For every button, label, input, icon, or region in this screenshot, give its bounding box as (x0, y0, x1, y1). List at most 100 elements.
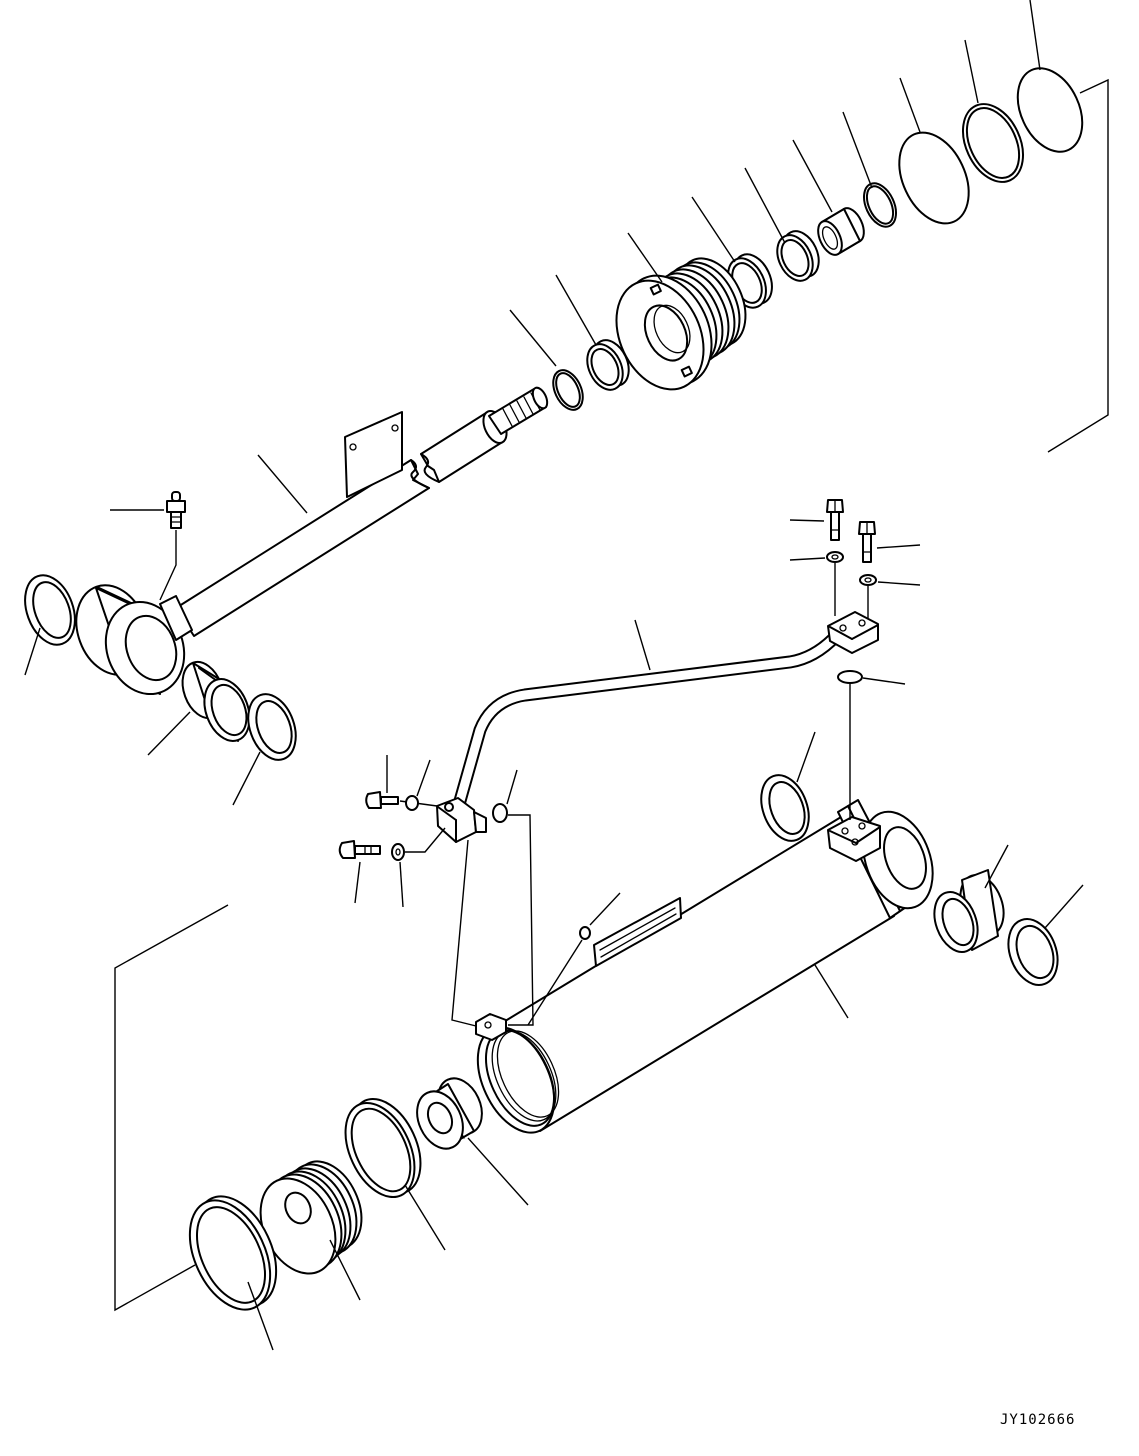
rod-seal-ring (555, 274, 630, 391)
leader-cylinder-head (329, 1239, 361, 1301)
washer-upper-2-hole (864, 577, 872, 583)
hydraulic-pipe-lower-flange-edge (437, 806, 457, 821)
dust-seal-tube-eye-left-outer (760, 774, 810, 842)
dust-seal-tube-eye-right-outer (1007, 918, 1059, 986)
piston-rod-label-plate-hole-1 (349, 443, 357, 451)
piston-bore (643, 304, 689, 362)
dust-seal-rod-eye-right-inner (255, 700, 293, 754)
grease-fitting-hex (166, 500, 186, 513)
o-ring-lower-1-outline (405, 795, 419, 811)
flange-bolt-lower-2 (338, 840, 381, 904)
piston-seal-ring-1-inner (780, 239, 810, 277)
leader-dust-seal-tube-eye-left (796, 731, 816, 783)
washer-upper-2 (859, 574, 921, 618)
dust-seal-rod-eye-right (232, 693, 297, 806)
washer-upper-1-outline (826, 551, 844, 563)
drawing-id: JY102666 (1000, 1412, 1075, 1428)
leader-cylinder-tube (814, 964, 849, 1019)
piston-bore-depth (653, 304, 691, 354)
piston-nut (416, 1077, 529, 1206)
piston-rod-thread-end (531, 386, 549, 410)
washer-lower (391, 827, 446, 908)
lower-flange-location-line (451, 839, 477, 1027)
leader-o-ring-lower-1 (416, 759, 431, 797)
leader-dust-seal-rod-eye-right (232, 751, 261, 806)
dust-seal-rod-eye-left (24, 574, 76, 676)
rod-eye-bushing-bore (210, 683, 248, 737)
piston-rod-thread-line-2 (509, 404, 520, 423)
flange-bolt-lower-1 (365, 755, 438, 809)
hydraulic-pipe-upper-flange-hole-1 (839, 624, 847, 632)
piston-seal-ring-1-outer (776, 234, 814, 282)
seal-ring-large-2 (898, 77, 970, 225)
plug-pin-location-line (527, 939, 583, 1026)
leader-plug-pin (589, 892, 621, 926)
leader-piston-nut (467, 1137, 529, 1206)
o-ring-lower-2-location-line (508, 814, 534, 1026)
snap-ring-1 (842, 111, 897, 228)
leader-flange-bolt-upper-1 (789, 519, 825, 522)
plug-pin (527, 892, 621, 1026)
cylinder-tube (475, 799, 934, 1134)
piston-rod-thread-line-4 (523, 396, 534, 415)
piston-rod-label-plate-hole-2 (391, 424, 399, 432)
leader-washer-upper-1 (789, 557, 826, 561)
piston-notch-bottom (680, 365, 693, 378)
leader-piston-seal-ring-2 (691, 196, 736, 263)
piston-notch-top (649, 283, 662, 296)
dust-seal-rod-eye-right-outer (247, 693, 297, 761)
flange-bolt-lower-1-shank (380, 796, 399, 805)
leader-o-ring-lower-2 (506, 769, 518, 805)
rod-end-eye-bore (124, 614, 178, 682)
grease-fitting (110, 491, 186, 601)
leader-washer-lower (399, 861, 404, 908)
seal-ring-large-1 (1016, 0, 1084, 153)
grease-fitting-thread (170, 511, 182, 529)
o-ring-lower-2-outline (492, 803, 508, 823)
piston-rod-break-line-2 (420, 453, 440, 483)
leader-snap-ring-2 (509, 309, 557, 367)
head-outer-seal-outer (188, 1199, 272, 1311)
leader-dust-seal-rod-eye-left (24, 627, 41, 676)
hydraulic-pipe-upper-flange (827, 611, 879, 654)
backup-ring-1 (962, 39, 1024, 183)
rod-seal-ring-outer (586, 343, 624, 391)
hydraulic-pipe-fill (453, 632, 840, 810)
head-outer-seal-inner (196, 1206, 266, 1304)
snap-ring-2 (509, 309, 584, 411)
piston-rod-thread-line-3 (516, 400, 527, 419)
hydraulic-pipe (436, 611, 879, 843)
leader-washer-upper-2 (877, 581, 921, 586)
o-ring-lower-1 (405, 759, 431, 811)
dust-seal-rod-eye-left-inner (32, 581, 72, 639)
cylinder-tube-port-hole-2 (858, 822, 866, 830)
leader-piston-rod (257, 454, 308, 514)
cylinder-tube-label-line-1 (599, 907, 676, 951)
leader-rod-seal-ring (555, 274, 597, 346)
leader-head-outer-seal (247, 1281, 274, 1351)
leader-wear-bushing (792, 139, 833, 213)
cylinder-tube-pipe-fitting-hole (484, 1021, 492, 1029)
wear-bushing-bore (821, 226, 839, 250)
washer-lower-location-line (405, 827, 446, 853)
leader-piston-seal-ring-1 (744, 167, 786, 244)
rod-seal-ring-inner (590, 348, 620, 386)
wear-bushing-front-face (817, 220, 843, 256)
dust-seal-tube-eye-left (760, 731, 816, 842)
leader-piston (627, 232, 663, 283)
rod-end-collar (159, 595, 193, 641)
hydraulic-pipe-lower-tab (473, 811, 487, 833)
snap-ring-2-outer (552, 369, 584, 411)
head-seal-ring (344, 1097, 446, 1251)
tube-eye-bushing (933, 844, 1009, 953)
snap-ring-1-outer (863, 182, 897, 228)
piston-rod-label-plate (344, 411, 403, 498)
cylinder-tube-eye-bore (883, 826, 927, 890)
group-bracket-head-parts (114, 904, 229, 1312)
leader-flange-bolt-lower-2 (354, 861, 361, 904)
flange-bolt-lower-2-shank (354, 845, 381, 855)
hydraulic-pipe-upper-flange-hole-2 (858, 619, 866, 627)
flange-bolt-lower-2-head (338, 840, 356, 859)
washer-upper-1-hole (831, 554, 839, 560)
